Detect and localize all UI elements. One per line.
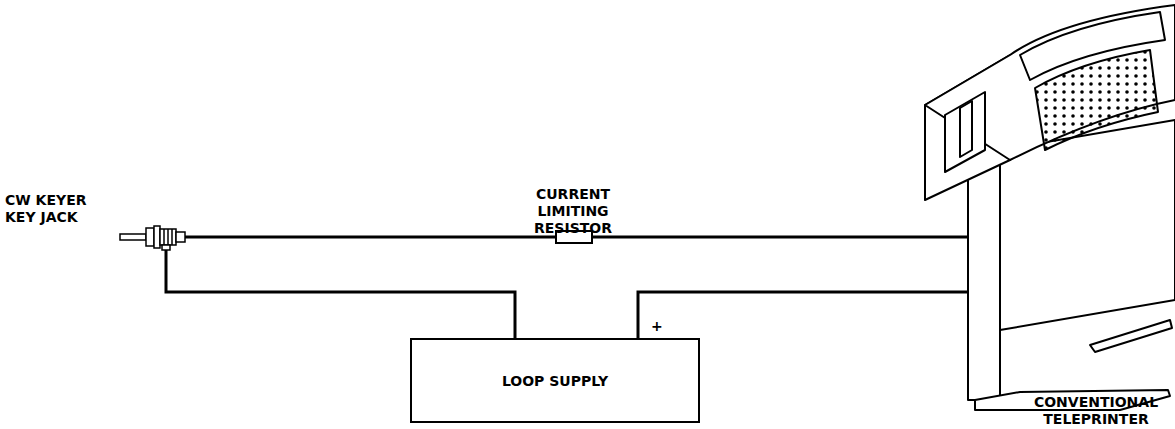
paper-slot bbox=[945, 92, 985, 172]
stand-pillar bbox=[968, 150, 1000, 400]
teleprinter-label: CONVENTIONAL TELEPRINTER bbox=[1021, 394, 1171, 428]
paper-roll bbox=[960, 101, 972, 157]
teleprinter-illustration bbox=[925, 5, 1175, 410]
positive-wire bbox=[638, 292, 970, 338]
box-text: LOOP SUPPLY bbox=[502, 373, 608, 389]
jack-plug bbox=[120, 226, 185, 250]
resistor-label: CURRENT LIMITING RESISTOR bbox=[498, 186, 648, 237]
power-supply-box: LOOP SUPPLY bbox=[410, 338, 700, 423]
jack-label: CW KEYER KEY JACK bbox=[5, 192, 100, 226]
return-wire bbox=[166, 246, 515, 338]
keyboard bbox=[1035, 50, 1158, 150]
polarity-mark: + bbox=[651, 318, 671, 335]
stand-foot-rear bbox=[1090, 320, 1172, 352]
printer-body bbox=[925, 5, 1175, 160]
